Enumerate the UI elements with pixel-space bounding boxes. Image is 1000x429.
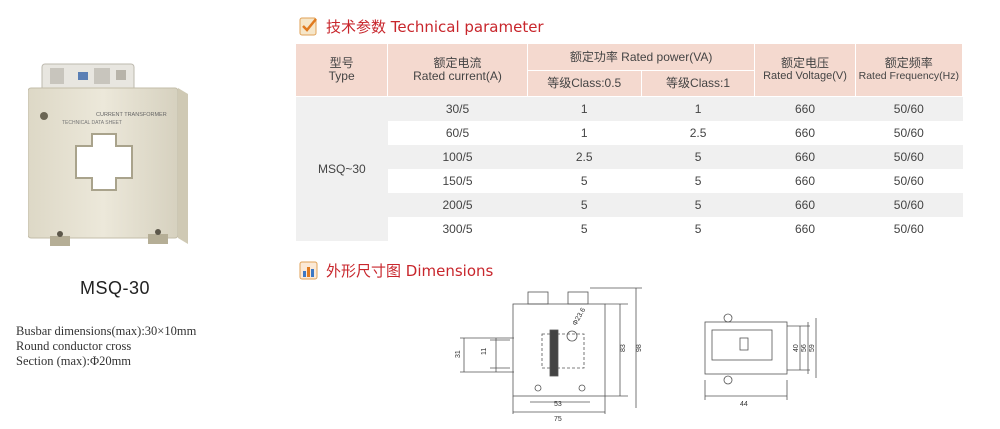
current-cell: 200/5: [387, 193, 528, 217]
dim-label: 44: [740, 401, 748, 408]
current-cell: 300/5: [387, 217, 528, 241]
header-power: 额定功率 Rated power(VA): [527, 44, 756, 71]
table-row: 150/5 5 5 660 50/60: [296, 169, 963, 193]
voltage-cell: 660: [754, 145, 856, 169]
current-cell: 150/5: [387, 169, 528, 193]
header-class-1: 等级Class:1: [641, 70, 756, 97]
voltage-cell: 660: [754, 169, 856, 193]
header-type-cn: 型号: [329, 56, 354, 70]
checklist-icon: [299, 17, 317, 36]
dim-label: 56: [801, 344, 808, 352]
dim-label: 11: [481, 348, 488, 355]
header-voltage-cn: 额定电压: [781, 56, 830, 70]
dimension-drawing: Φ23.6 11 31 83 98 53 75 40 56 59 44: [455, 287, 817, 423]
header-current-en: Rated current(A): [413, 69, 502, 83]
header-frequency-cn: 额定频率: [884, 56, 933, 70]
current-cell: 30/5: [387, 96, 528, 121]
frequency-cell: 50/60: [855, 217, 963, 241]
header-class-05: 等级Class:0.5: [527, 70, 642, 97]
class1-cell: 1: [641, 96, 755, 121]
header-type-en: Type: [328, 69, 355, 83]
class1-cell: 5: [641, 145, 755, 169]
dim-label: 83: [620, 344, 627, 352]
table-row: 200/5 5 5 660 50/60: [296, 193, 963, 217]
class05-cell: 2.5: [527, 145, 642, 169]
header-current-cn: 额定电流: [433, 56, 482, 70]
table-row: MSQ~30 30/5 1 1 660 50/60: [296, 96, 963, 241]
class1-cell: 2.5: [641, 121, 755, 145]
dim-label: Φ23.6: [572, 307, 588, 327]
dim-label: 31: [455, 350, 462, 358]
header-voltage-en: Rated Voltage(V): [763, 70, 847, 82]
dim-label: 53: [554, 401, 562, 408]
product-description: Busbar dimensions(max):30×10mm Round con…: [16, 324, 196, 369]
class05-cell: 5: [527, 169, 642, 193]
frequency-cell: 50/60: [855, 121, 963, 145]
class05-cell: 5: [527, 217, 642, 241]
voltage-cell: 660: [754, 96, 856, 121]
description-line: Busbar dimensions(max):30×10mm: [16, 324, 197, 338]
class05-cell: 1: [527, 96, 642, 121]
frequency-cell: 50/60: [855, 145, 963, 169]
description-line: Section (max):Φ20mm: [16, 354, 132, 368]
current-cell: 100/5: [387, 145, 528, 169]
frequency-cell: 50/60: [855, 193, 963, 217]
section-title-text: 外形尺寸图 Dimensions: [326, 261, 494, 280]
voltage-cell: 660: [754, 193, 856, 217]
frequency-cell: 50/60: [855, 96, 963, 121]
table-row: 300/5 5 5 660 50/60: [296, 217, 963, 241]
product-model: MSQ-30: [80, 278, 151, 298]
table-row: 60/5 1 2.5 660 50/60: [296, 121, 963, 145]
dim-label: 40: [793, 344, 800, 352]
chart-icon: [299, 261, 318, 280]
class1-cell: 5: [641, 217, 755, 241]
frequency-cell: 50/60: [855, 169, 963, 193]
header-frequency-en: Rated Frequency(Hz): [858, 70, 959, 82]
section-title-dimensions: 外形尺寸图 Dimensions: [298, 259, 493, 281]
header-voltage: 额定电压 Rated Voltage(V): [754, 44, 856, 97]
spec-table: 型号 Type 额定电流 Rated current(A) 额定功率 Rated…: [296, 44, 964, 241]
voltage-cell: 660: [754, 121, 856, 145]
dim-label: 98: [636, 344, 643, 352]
header-current: 额定电流 Rated current(A): [387, 44, 528, 97]
product-photo: CURRENT TRANSFORMER TECHNICAL DATA SHEET: [27, 48, 204, 264]
description-line: Round conductor cross: [16, 339, 132, 353]
header-type: 型号 Type: [296, 44, 389, 97]
nameplate-line1: CURRENT TRANSFORMER: [96, 112, 167, 118]
class1-cell: 5: [641, 169, 755, 193]
current-cell: 60/5: [387, 121, 528, 145]
class1-cell: 5: [641, 193, 755, 217]
voltage-cell: 660: [754, 217, 856, 241]
dim-label: 59: [809, 344, 816, 352]
nameplate-line2: TECHNICAL DATA SHEET: [62, 120, 122, 126]
header-frequency: 额定频率 Rated Frequency(Hz): [855, 44, 964, 97]
class05-cell: 1: [527, 121, 642, 145]
class05-cell: 5: [527, 193, 642, 217]
type-cell: MSQ~30: [296, 96, 388, 241]
section-title-text: 技术参数 Technical parameter: [326, 17, 544, 36]
table-row: 100/5 2.5 5 660 50/60: [296, 145, 963, 169]
section-title-technical: 技术参数 Technical parameter: [298, 15, 544, 37]
dim-label: 75: [554, 416, 562, 423]
